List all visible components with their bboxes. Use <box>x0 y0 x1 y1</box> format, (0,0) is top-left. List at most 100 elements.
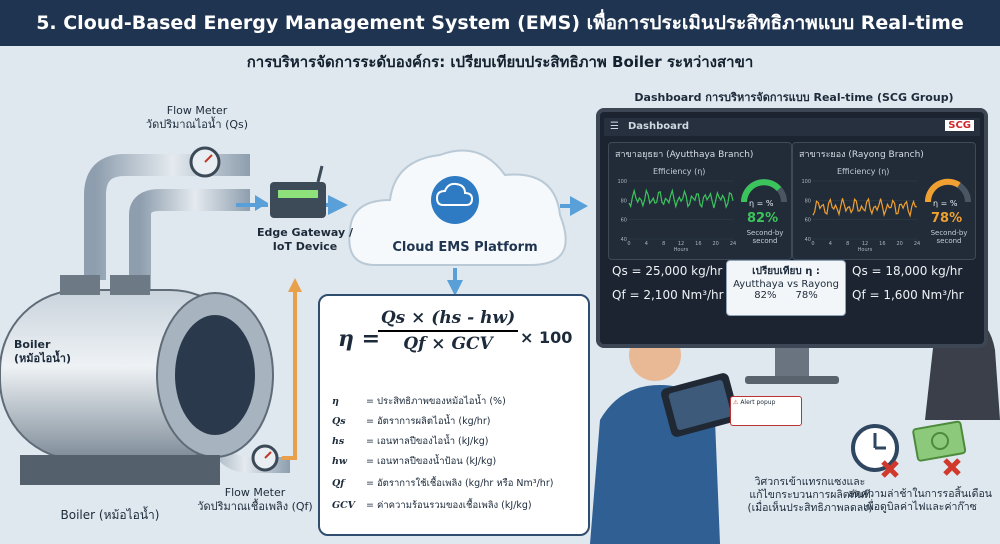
compare-vs: vs <box>787 279 799 290</box>
engineer-figure <box>590 321 739 544</box>
note-line: แก้ไขกระบวนการผลิตทันที <box>749 489 871 501</box>
note-line: เพื่อดูบิลค่าไฟและค่าก๊าซ <box>863 501 977 513</box>
flow-fuel-rayong: Qf = 1,600 Nm³/hr <box>852 288 964 302</box>
x-tick-label: 0 <box>811 241 814 247</box>
monitor-stand <box>775 348 809 378</box>
x-unit-label: Hours <box>674 247 689 251</box>
formula-numerator: Qs × (hs - hw) <box>378 308 518 332</box>
flow-meter-top-title: Flow Meter <box>166 104 228 117</box>
formula-fraction: Qs × (hs - hw) Qf × GCV <box>378 308 518 354</box>
menu-icon[interactable]: ☰ <box>610 121 619 132</box>
x-tick-label: 16 <box>879 241 885 247</box>
compare-title: เปรียบเทียบ η : <box>752 266 820 277</box>
x-tick-label: 12 <box>678 241 684 247</box>
compare-left-value: 82% <box>754 290 777 301</box>
gateway-label: Edge Gateway / IoT Device <box>250 226 360 254</box>
flow-meter-top-label: Flow Meter วัดปริมาณไอน้ำ (Qs) <box>132 104 262 132</box>
note-line: วิศวกรเข้าแทรกแซงและ <box>754 476 866 488</box>
legend-symbol: GCV <box>332 500 356 511</box>
flow-meter-bottom-device <box>251 444 279 472</box>
formula-box: η = Qs × (hs - hw) Qf × GCV × 100 η = ประ… <box>318 294 590 536</box>
x-tick-label: 12 <box>862 241 868 247</box>
cloud-label: Cloud EMS Platform <box>392 240 538 255</box>
x-tick-label: 24 <box>730 241 736 247</box>
x-tick-label: 0 <box>627 241 630 247</box>
branch-panel-ayutthaya[interactable]: สาขาอยุธยา (Ayutthaya Branch) Efficiency… <box>608 142 792 260</box>
engineer-note: วิศวกรเข้าแทรกแซงและ แก้ไขกระบวนการผลิตท… <box>730 476 890 515</box>
boiler-caption: Boiler (หม้อไอน้ำ) <box>60 508 160 522</box>
y-tick-label: 80 <box>805 198 811 204</box>
boiler-label-main: Boiler <box>14 338 51 351</box>
x-tick-label: 8 <box>662 241 665 247</box>
x-unit-label: Hours <box>858 247 873 251</box>
flow-meter-bottom-label: Flow Meter วัดปริมาณเชื้อเพลิง (Qf) <box>180 486 330 514</box>
flow-steam-ayutthaya: Qs = 25,000 kg/hr <box>612 264 723 278</box>
flow-meter-top-device <box>189 146 221 178</box>
legend-row: Qf = อัตราการใช้เชื้อเพลิง (kg/hr หรือ Nm… <box>332 478 553 490</box>
gauge-value: 82% <box>747 211 779 226</box>
y-tick-label: 100 <box>617 179 627 185</box>
boiler-label-thai: (หม้อไอน้ำ) <box>14 352 71 365</box>
formula-eta: η = <box>338 326 381 352</box>
flow-fuel-ayutthaya: Qf = 2,100 Nm³/hr <box>612 288 724 302</box>
x-tick-label: 8 <box>846 241 849 247</box>
efficiency-line <box>812 197 918 218</box>
note-line: (เมื่อเห็นประสิทธิภาพลดลง) <box>747 502 873 514</box>
gauge-sub: Second-by second <box>746 229 784 245</box>
legend-desc: = เอนทาลปีของน้ำป้อน (kJ/kg) <box>366 456 497 467</box>
clock-icon <box>851 424 899 478</box>
legend-desc: = ค่าความร้อนรวมของเชื้อเพลิง (kJ/kg) <box>366 500 532 511</box>
money-icon <box>912 420 967 476</box>
legend-desc: = อัตราการใช้เชื้อเพลิง (kg/hr หรือ Nm³/… <box>366 478 554 489</box>
compare-names: Ayutthaya vs Rayong <box>727 279 845 290</box>
legend-symbol: Qs <box>332 416 346 427</box>
formula-multiplier: × 100 <box>520 328 573 347</box>
flow-meter-top-desc: วัดปริมาณไอน้ำ (Qs) <box>145 118 249 131</box>
flow-meter-bottom-title: Flow Meter <box>224 486 286 499</box>
branch-panel-rayong[interactable]: สาขาระยอง (Rayong Branch) Efficiency (η)… <box>792 142 976 260</box>
gateway-device <box>270 165 326 218</box>
x-tick-label: 20 <box>712 241 718 247</box>
compare-values: 82% 78% <box>727 290 845 301</box>
alert-icon: ⚠ <box>733 399 739 406</box>
legend-desc: = ประสิทธิภาพของหม้อไอน้ำ (%) <box>366 396 506 407</box>
gauge-icon <box>741 179 787 203</box>
legend-desc: = เอนทาลปีของไอน้ำ (kJ/kg) <box>366 436 489 447</box>
dashboard-heading: Dashboard การบริหารจัดการแบบ Real-time (… <box>634 91 954 104</box>
alert-popup[interactable]: ⚠ Alert popup <box>730 396 802 426</box>
compare-right-value: 78% <box>795 290 818 301</box>
legend-row: hw = เอนทาลปีของน้ำป้อน (kJ/kg) <box>332 456 496 468</box>
gauge-sub: Second-by second <box>930 229 968 245</box>
boiler-tank <box>0 275 274 485</box>
panel-title: สาขาอยุธยา (Ayutthaya Branch) <box>615 150 754 160</box>
gateway-line2: IoT Device <box>272 240 338 253</box>
y-tick-label: 100 <box>801 179 811 185</box>
compare-right-name: Rayong <box>801 279 839 290</box>
legend-row: η = ประสิทธิภาพของหม้อไอน้ำ (%) <box>332 396 506 408</box>
gateway-line1: Edge Gateway / <box>257 226 353 239</box>
benefit-note: ลดความล่าช้าในการรอสิ้นเดือน เพื่อดูบิลค… <box>840 488 1000 514</box>
legend-symbol: η <box>332 396 339 407</box>
gauge-value: 78% <box>931 211 963 226</box>
y-tick-label: 60 <box>805 218 811 224</box>
legend-symbol: Qf <box>332 478 345 489</box>
y-tick-label: 40 <box>621 237 627 243</box>
gauge-icon <box>924 178 971 203</box>
x-tick-label: 4 <box>829 241 832 247</box>
note-line: ลดความล่าช้าในการรอสิ้นเดือน <box>848 488 992 500</box>
cloud-icon <box>431 176 479 224</box>
efficiency-line <box>628 188 734 209</box>
brand-logo: SCG <box>945 120 974 131</box>
boiler-label: Boiler (หม้อไอน้ำ) <box>14 338 94 366</box>
compare-box: เปรียบเทียบ η : Ayutthaya vs Rayong 82% … <box>726 260 846 316</box>
panel-eff-label: Efficiency (η) <box>837 167 890 176</box>
legend-symbol: hw <box>332 456 348 467</box>
flow-meter-bottom-desc: วัดปริมาณเชื้อเพลิง (Qf) <box>197 500 313 513</box>
legend-symbol: hs <box>332 436 345 447</box>
panel-eff-label: Efficiency (η) <box>653 167 706 176</box>
fuel-signal-line <box>282 288 297 460</box>
legend-desc: = อัตราการผลิตไอน้ำ (kg/hr) <box>366 416 491 427</box>
page-title: 5. Cloud-Based Energy Management System … <box>36 12 964 34</box>
x-tick-label: 24 <box>914 241 920 247</box>
